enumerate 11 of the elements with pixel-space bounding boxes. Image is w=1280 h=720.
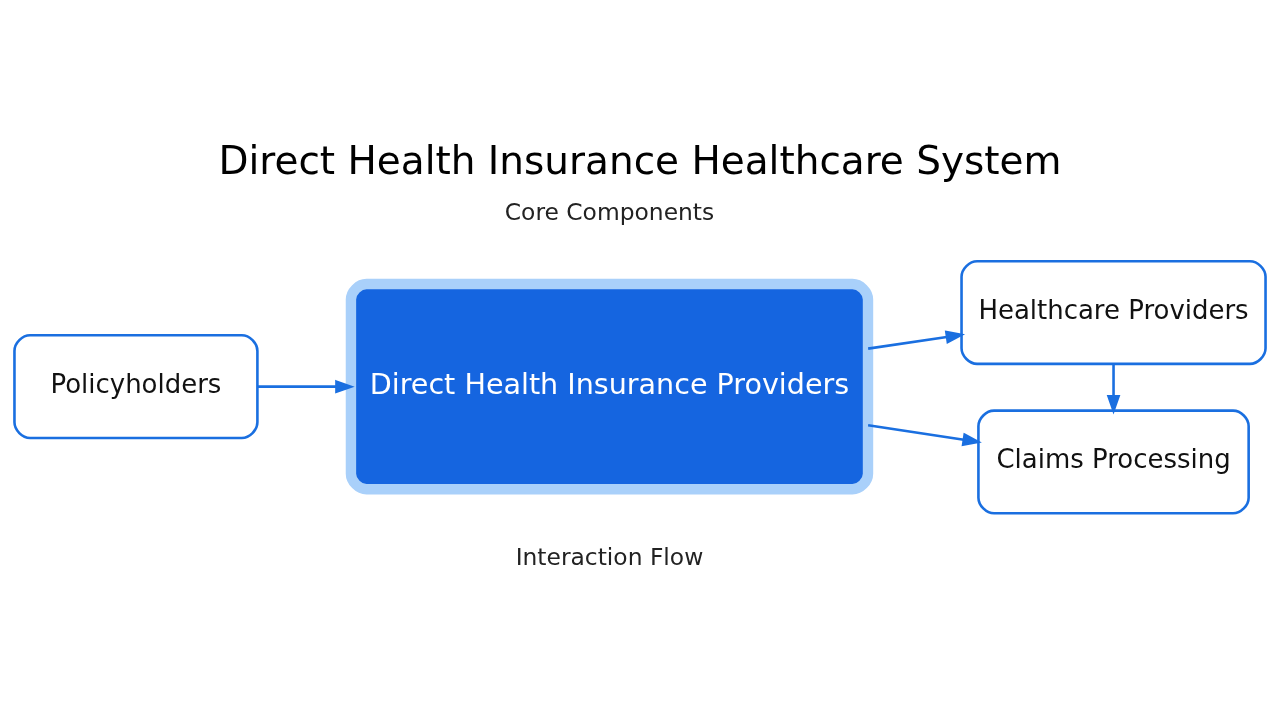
arrow xyxy=(867,424,982,447)
label: Core Components xyxy=(504,197,715,226)
diagram-title: Direct Health Insurance Healthcare System xyxy=(218,137,1062,183)
node-box: Direct Health Insurance Providers xyxy=(345,278,874,495)
node-box: Healthcare Providers xyxy=(960,259,1267,366)
node-box: Policyholders xyxy=(13,334,259,440)
node-box: Claims Processing xyxy=(977,409,1250,515)
arrow xyxy=(1106,363,1121,415)
label: Interaction Flow xyxy=(515,543,704,572)
arrow xyxy=(257,379,355,394)
arrow xyxy=(867,330,966,350)
